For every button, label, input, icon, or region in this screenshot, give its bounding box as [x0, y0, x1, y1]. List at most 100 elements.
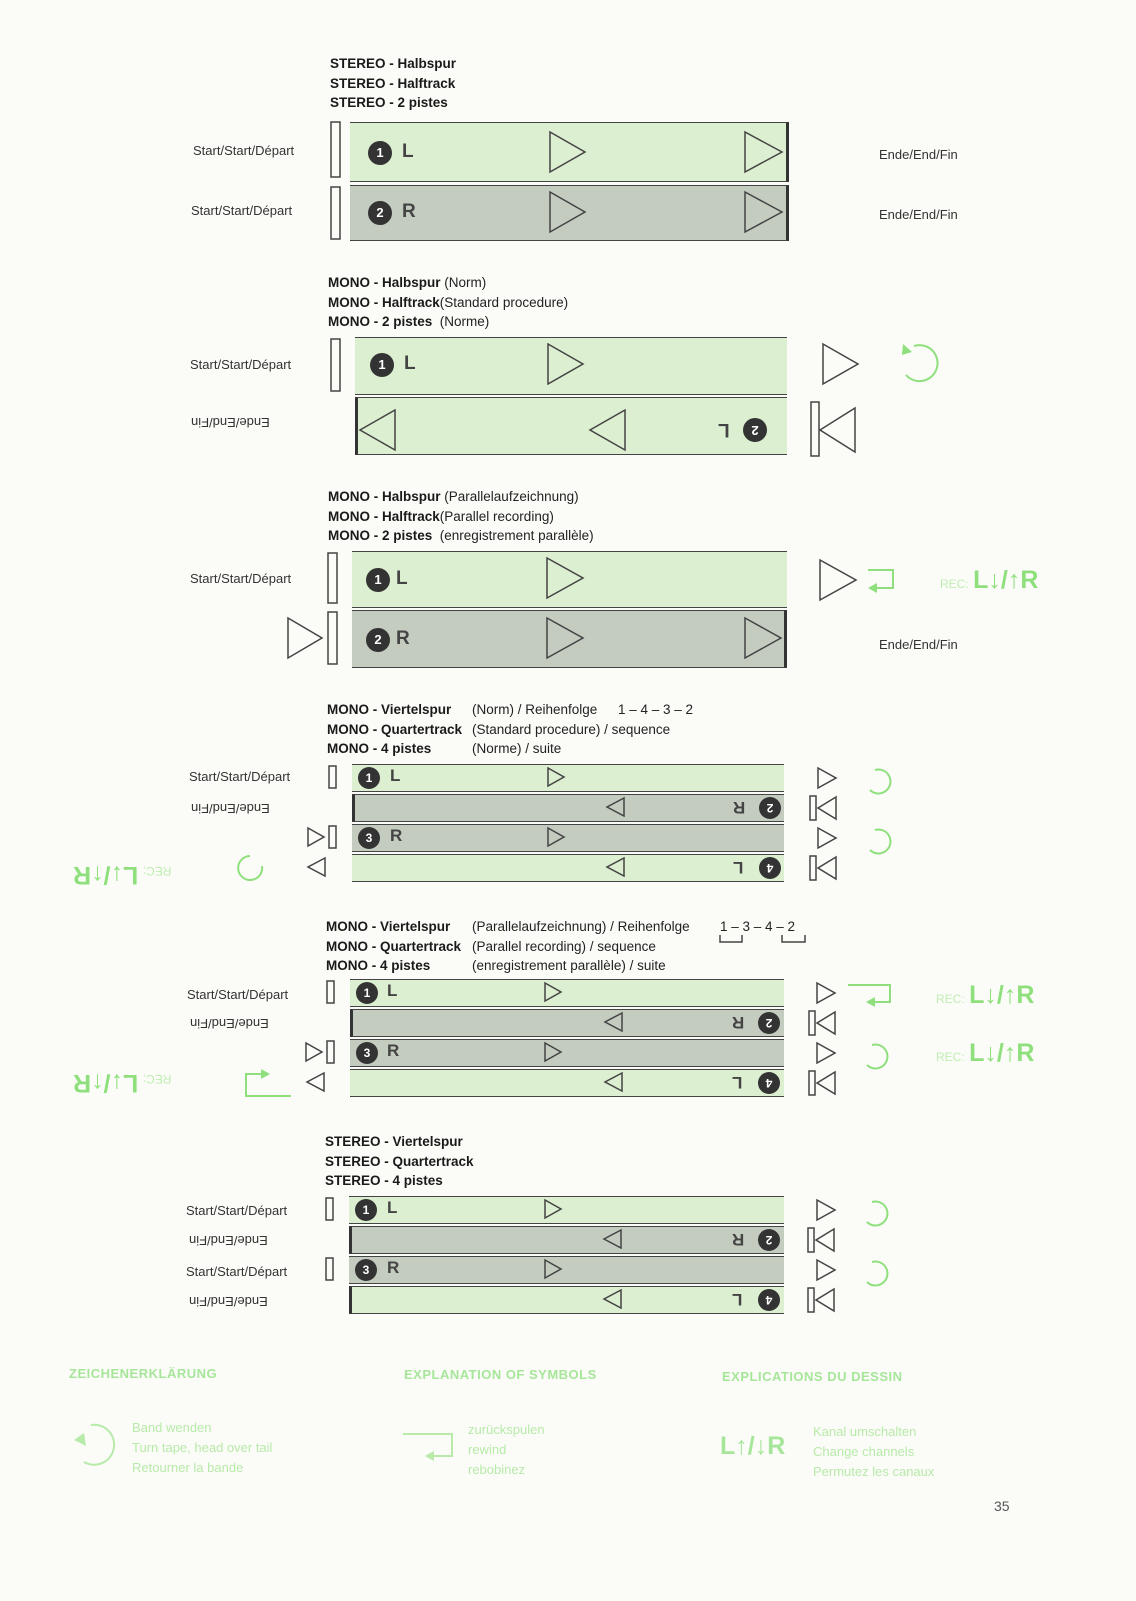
diagram2-shapes: [330, 338, 939, 457]
diagram3-header: MONO - Halbspur (Parallelaufzeichnung) M…: [328, 489, 594, 543]
legend-heading-english: EXPLANATION OF SYMBOLS: [404, 1367, 597, 1382]
channel-label: R: [387, 1258, 400, 1277]
sequence-label: 1 – 3 – 4 – 2: [720, 919, 796, 934]
diagram1-header: STEREO - Halbspur STEREO - Halftrack STE…: [330, 56, 457, 110]
reverse-arrow-icon: [814, 1227, 835, 1253]
play-arrow-icon: [819, 558, 858, 602]
turn-tape-icon: [905, 344, 939, 383]
play-arrow-icon: [816, 1258, 837, 1282]
play-arrow-icon: [817, 826, 838, 850]
channel-label: L: [404, 353, 416, 374]
end-label: Ende/End/Fin: [879, 637, 958, 652]
turn-tape-icon: [869, 768, 892, 795]
start-label: Start/Start/Départ: [190, 571, 292, 586]
track-number-badge: 3: [356, 1042, 378, 1064]
diagram6-header: STEREO - Viertelspur STEREO - Quartertra…: [325, 1134, 474, 1188]
play-arrow-icon: [544, 981, 563, 1003]
turn-tape-legend-arrowhead-icon: [74, 1433, 86, 1446]
channel-label: L: [396, 568, 408, 589]
start-marker-icon: [327, 552, 338, 604]
reverse-arrow-icon: [602, 1288, 622, 1310]
play-arrow-icon: [547, 766, 566, 788]
play-arrow-icon: [744, 130, 784, 174]
track-band-2: [349, 1226, 784, 1254]
diagram3-shapes: [287, 552, 894, 665]
play-arrow-icon: [744, 190, 784, 234]
track-band-2: [350, 1009, 784, 1037]
turn-tape-icon: [869, 828, 892, 855]
end-marker-icon: [809, 855, 817, 881]
track-number-badge: 2: [368, 201, 392, 225]
track-band-4: [352, 854, 784, 882]
start-marker-icon: [328, 765, 337, 789]
rec-switch-label: REC: L↓/↑R: [940, 566, 1039, 594]
channel-label: R: [387, 1041, 400, 1060]
start-marker-icon: [328, 825, 337, 849]
track-band-2: [352, 610, 787, 668]
start-marker-icon: [327, 611, 338, 665]
channel-label: R: [396, 628, 410, 649]
reverse-arrow-icon: [814, 1287, 835, 1313]
reverse-arrow-icon: [815, 1070, 836, 1096]
end-marker-icon: [810, 401, 820, 457]
track-number-badge: 3: [358, 827, 380, 849]
reverse-arrow-icon: [588, 408, 626, 452]
rewind-legend-icon: [403, 1433, 453, 1457]
turn-tape-icon: [866, 1200, 889, 1227]
play-arrow-icon: [544, 1198, 563, 1220]
turn-tape-arrowhead-icon: [902, 344, 912, 355]
channel-label: L: [390, 766, 401, 785]
start-marker-icon: [326, 1040, 335, 1064]
end-marker-icon: [808, 1010, 816, 1036]
diagram4-shapes: [237, 765, 892, 881]
diagram6-shapes: [325, 1197, 889, 1313]
play-arrow-icon: [744, 616, 783, 660]
channel-label: L: [387, 1198, 398, 1217]
play-arrow-icon: [549, 190, 587, 234]
start-marker-icon: [326, 980, 335, 1004]
start-label: Start/Start/Départ: [193, 143, 295, 158]
end-marker-icon: [807, 1227, 815, 1253]
start-marker-icon: [325, 1257, 334, 1281]
channel-label: R: [390, 826, 403, 845]
track-band-2: [352, 794, 784, 822]
page-number: 35: [994, 1498, 1010, 1514]
reverse-arrow-icon: [306, 856, 326, 878]
track-band-2: [350, 185, 789, 241]
sequence-label: 1 – 4 – 3 – 2: [618, 702, 694, 717]
start-label: Start/Start/Départ: [187, 987, 289, 1002]
play-arrow-icon: [822, 342, 860, 386]
play-arrow-icon: [287, 616, 324, 660]
track-band-1: [350, 122, 789, 182]
track-number-badge: 1: [356, 982, 378, 1004]
reverse-arrow-icon: [605, 856, 625, 878]
turn-tape-icon: [237, 855, 264, 881]
play-arrow-icon: [547, 342, 585, 386]
sequence-pair-bracket-icon: [719, 935, 806, 943]
play-arrow-icon: [816, 1198, 837, 1222]
track-number-badge: 1: [370, 353, 394, 377]
start-marker-icon: [325, 1197, 334, 1221]
start-label: Start/Start/Départ: [190, 357, 292, 372]
track-band-3: [350, 1039, 784, 1067]
rewind-arrowhead-icon: [868, 583, 877, 593]
rewind-icon: [245, 1073, 291, 1097]
reverse-arrow-icon: [815, 1010, 836, 1036]
start-label: Start/Start/Départ: [186, 1264, 288, 1279]
reverse-arrow-icon: [816, 795, 837, 821]
start-marker-icon: [330, 121, 341, 178]
end-marker-icon: [809, 795, 817, 821]
track-number-badge: 2: [366, 628, 390, 652]
reverse-arrow-icon: [305, 1071, 325, 1093]
rewind-arrowhead-icon: [866, 997, 875, 1007]
start-marker-icon: [330, 186, 341, 240]
legend-heading-german: ZEICHENERKLÄRUNG: [69, 1366, 218, 1381]
track-band-1: [350, 979, 784, 1007]
rewind-icon: [848, 984, 891, 1003]
play-arrow-icon: [547, 826, 566, 848]
rewind-icon: [868, 569, 894, 589]
reverse-arrow-icon: [603, 1071, 623, 1093]
diagram2-header: MONO - Halbspur (Norm) MONO - Halftrack(…: [328, 275, 569, 329]
